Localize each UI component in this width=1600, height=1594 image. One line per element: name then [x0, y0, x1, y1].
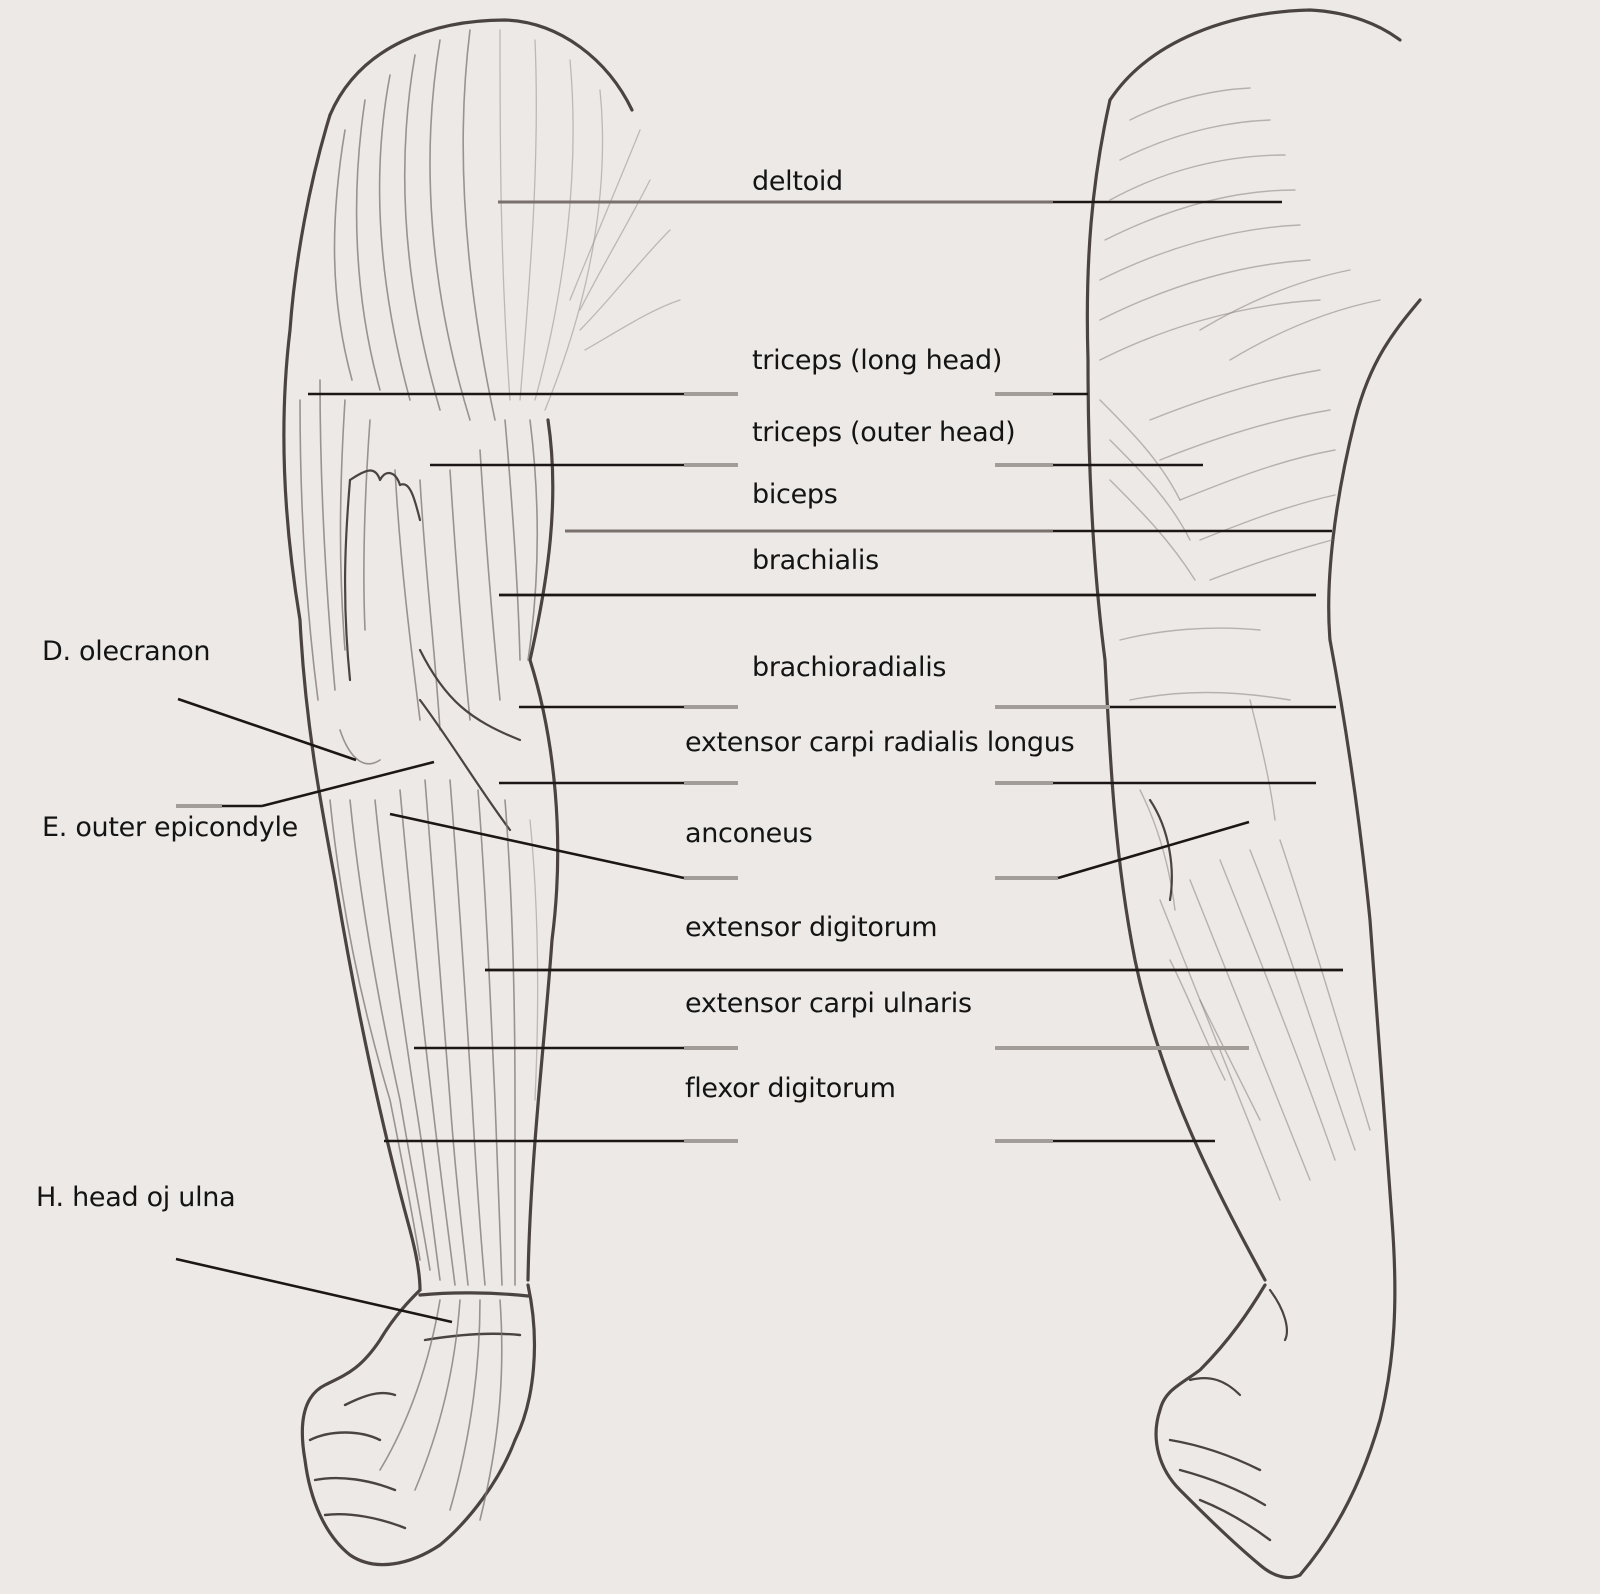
label-deltoid: deltoid	[752, 166, 843, 197]
label-extensor-carpi-radialis-longus: extensor carpi radialis longus	[685, 727, 1075, 758]
leader-segment	[1057, 820, 1250, 880]
leader-line-olecranon	[177, 697, 357, 762]
label-olecranon: D. olecranon	[42, 636, 211, 667]
label-extensor-carpi-ulnaris: extensor carpi ulnaris	[685, 988, 972, 1019]
label-extensor-digitorum: extensor digitorum	[685, 912, 938, 943]
leader-line-outer-epicondyle	[176, 760, 435, 808]
label-triceps-long-head: triceps (long head)	[752, 345, 1003, 376]
label-anconeus: anconeus	[685, 818, 813, 849]
leader-line-anconeus	[389, 812, 1250, 880]
leader-line-head-of-ulna	[175, 1257, 453, 1324]
leader-lines	[175, 200, 1343, 1324]
leader-segment	[177, 697, 357, 762]
label-flexor-digitorum: flexor digitorum	[685, 1073, 896, 1104]
label-brachialis: brachialis	[752, 545, 879, 576]
label-triceps-outer-head: triceps (outer head)	[752, 417, 1016, 448]
label-brachioradialis: brachioradialis	[752, 652, 947, 683]
left-arm-muscle-illustration	[282, 18, 681, 1567]
label-head-of-ulna: H. head oj ulna	[36, 1182, 236, 1213]
label-outer-epicondyle: E. outer epicondyle	[42, 812, 298, 843]
leader-segment	[389, 812, 685, 880]
right-arm-surface-illustration	[1085, 8, 1422, 1580]
leader-segment	[175, 1257, 453, 1324]
leader-segment	[261, 760, 435, 808]
label-biceps: biceps	[752, 479, 838, 510]
